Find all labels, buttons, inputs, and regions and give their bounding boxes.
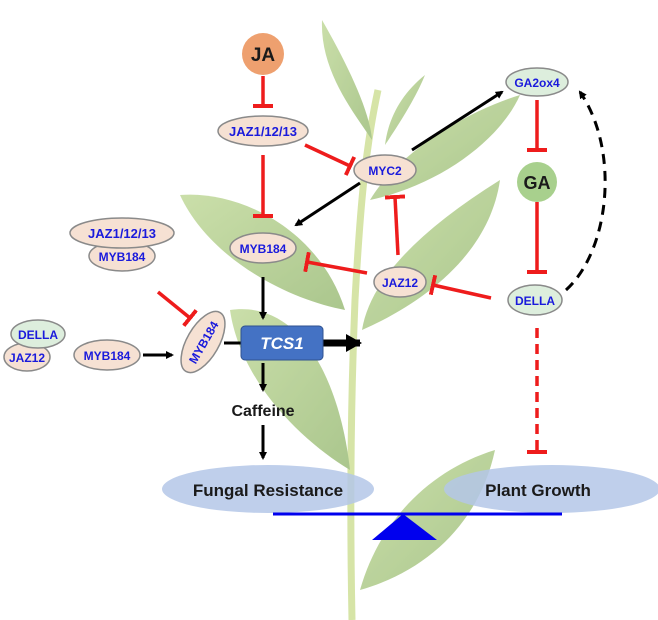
edge-jaz12-inhibits-myc2 xyxy=(384,194,406,256)
complex-myb184-label: MYB184 xyxy=(99,250,146,264)
edge-jaz12-inhibits-myb184 xyxy=(303,251,368,275)
node-della-label: DELLA xyxy=(515,294,555,308)
node-jaz12-label: JAZ12 xyxy=(382,276,418,290)
complex-della-label: DELLA xyxy=(18,328,58,342)
activation-edges xyxy=(143,90,607,460)
outcome-fungal-resistance: Fungal Resistance xyxy=(193,481,343,500)
edge-myc2-activates-ga2ox4 xyxy=(411,90,504,152)
node-caffeine: Caffeine xyxy=(231,403,294,420)
node-jaz-1-12-13-label: JAZ1/12/13 xyxy=(229,124,297,139)
outcome-fungal-resistance-bg xyxy=(162,465,374,513)
node-ga2ox4[interactable]: GA2ox4 xyxy=(505,67,569,97)
node-jaz12[interactable]: JAZ12 xyxy=(373,266,427,298)
node-myc2-label: MYC2 xyxy=(368,164,402,178)
leaf xyxy=(360,450,495,590)
balance-scale: Fungal Resistance Plant Growth xyxy=(162,465,658,540)
node-ja[interactable]: JA xyxy=(242,33,284,75)
node-myb184-free[interactable]: MYB184 xyxy=(73,339,141,371)
leaf xyxy=(362,180,500,330)
node-myb184-tilted[interactable]: MYB184 xyxy=(172,305,234,380)
node-della-jaz12-complex[interactable]: JAZ12 DELLA xyxy=(3,319,66,372)
edge-complex-inhibits-myb184 xyxy=(156,290,198,328)
node-ja-label: JA xyxy=(251,45,276,66)
node-tcs1-label: TCS1 xyxy=(260,334,303,353)
plant-stem xyxy=(347,89,382,620)
node-myb184-free-label: MYB184 xyxy=(84,349,131,363)
leaf xyxy=(385,75,425,145)
edge-myc2-activates-myb184 xyxy=(294,181,361,227)
node-ga-label: GA xyxy=(524,173,551,193)
nodes: JA JAZ1/12/13 MYC2 GA2ox4 GA MYB184 JAZ1… xyxy=(3,33,569,420)
edge-della-inhibits-jaz12 xyxy=(428,274,492,300)
outcome-plant-growth-bg xyxy=(444,465,658,513)
node-jaz-myb184-complex[interactable]: MYB184 JAZ1/12/13 xyxy=(69,217,175,272)
node-ga[interactable]: GA xyxy=(517,162,557,202)
balance-fulcrum xyxy=(372,514,437,540)
node-jaz-1-12-13[interactable]: JAZ1/12/13 xyxy=(217,115,309,147)
tea-plant-illustration xyxy=(180,20,520,620)
node-tcs1[interactable]: TCS1 xyxy=(240,325,324,361)
outcome-plant-growth: Plant Growth xyxy=(485,481,591,500)
edge-jaz-inhibits-myc2 xyxy=(304,143,357,176)
complex-jaz12-label: JAZ12 xyxy=(9,351,45,365)
complex-jaz-label: JAZ1/12/13 xyxy=(88,226,156,241)
leaf xyxy=(321,20,372,140)
edge-della-feedback-ga2ox4 xyxy=(564,90,607,292)
node-ga2ox4-label: GA2ox4 xyxy=(514,76,560,90)
node-myc2[interactable]: MYC2 xyxy=(353,154,417,186)
node-myb184[interactable]: MYB184 xyxy=(229,232,297,264)
node-myb184-label: MYB184 xyxy=(240,242,287,256)
node-della[interactable]: DELLA xyxy=(507,284,563,316)
inhibition-edges xyxy=(156,76,547,454)
